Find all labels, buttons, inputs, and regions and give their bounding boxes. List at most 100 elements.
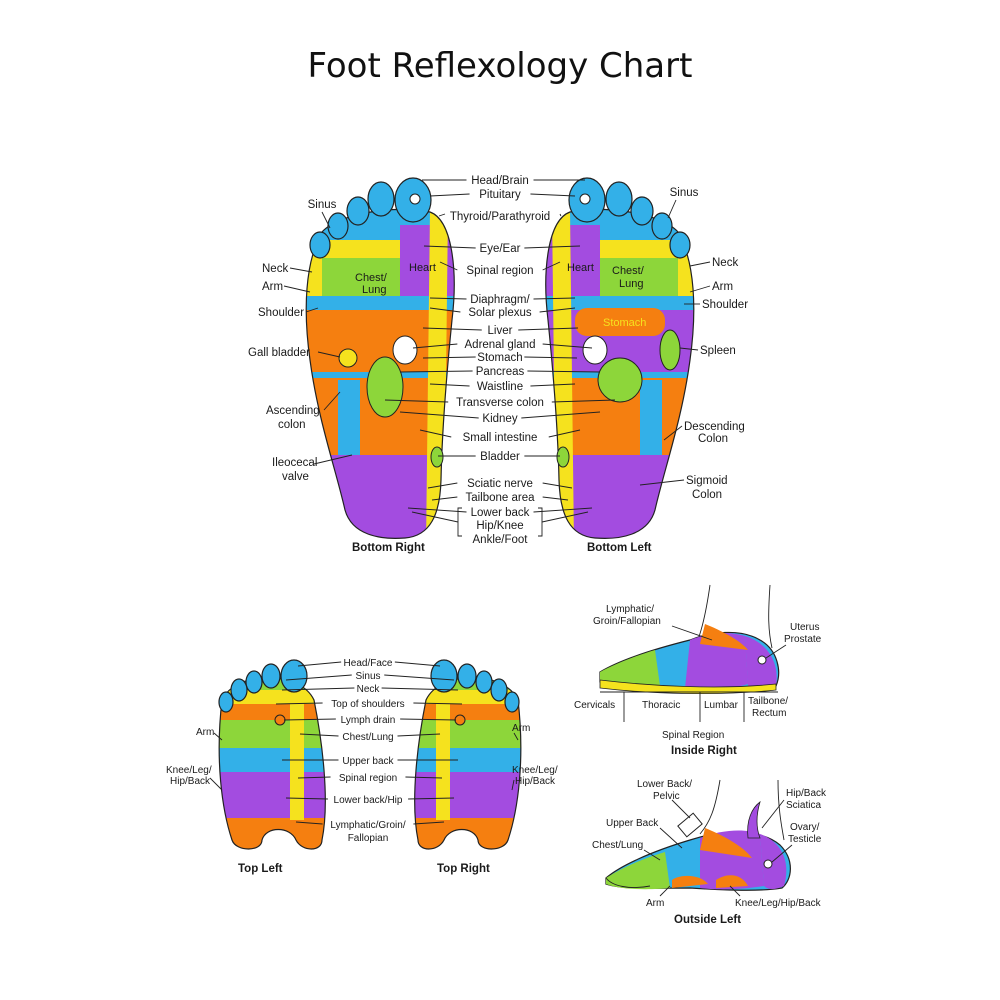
bottom-center-label: Waistline [477, 381, 523, 393]
top-center-label: Sinus [355, 671, 380, 682]
top-left-knee-label-2: Hip/Back [170, 776, 211, 787]
inside-lumbar-label: Lumbar [704, 700, 739, 711]
inside-thoracic-label: Thoracic [642, 700, 680, 711]
bottom-center-label: Spinal region [466, 265, 533, 277]
caption-bottom-left: Bottom Left [587, 542, 652, 554]
outside-knee-label: Knee/Leg/Hip/Back [735, 898, 822, 909]
bottom-left-side-label: valve [282, 471, 309, 483]
stomach-label-bl: Stomach [603, 317, 646, 329]
bottom-right-side-label: Shoulder [702, 299, 748, 311]
bottom-left-side-label: Ascending [266, 405, 320, 417]
outside-lower-back-label-2: Pelvic [653, 791, 680, 802]
bottom-center-label: Thyroid/Parathyroid [450, 211, 550, 223]
bottom-left-foot: Chest/ Lung Heart Stomach Bottom Left [545, 177, 695, 554]
top-center-label: Chest/Lung [342, 732, 393, 743]
bottom-center-label: Stomach [477, 352, 522, 364]
outside-arm-label: Arm [646, 898, 664, 909]
outside-hip-back-label-2: Sciatica [786, 800, 821, 811]
caption-bottom-right: Bottom Right [352, 542, 425, 554]
bottom-right-side-label: Colon [698, 433, 728, 445]
top-center-label: Neck [357, 684, 381, 695]
inside-lymph-label: Lymphatic/ [606, 604, 654, 615]
bottom-left-side-label: Arm [262, 281, 283, 293]
page-title: Foot Reflexology Chart [307, 46, 693, 86]
bottom-center-label: Liver [488, 325, 513, 337]
heart-label-bl: Heart [567, 262, 594, 274]
top-center-label: Lower back/Hip [334, 795, 403, 806]
bottom-right-side-label: Sinus [670, 187, 699, 199]
caption-inside-right: Inside Right [671, 745, 737, 757]
bottom-center-label: Eye/Ear [480, 243, 521, 255]
top-right-arm-label: Arm [512, 723, 530, 734]
bottom-right-side-label: Colon [692, 489, 722, 501]
outside-ovary-label-2: Testicle [788, 834, 822, 845]
bottom-center-label: Adrenal gland [465, 339, 536, 351]
outside-left-foot: Lower Back/ Pelvic Hip/Back Sciatica Upp… [592, 779, 827, 926]
bottom-center-label: Bladder [480, 451, 520, 463]
bottom-center-label: Pancreas [476, 366, 525, 378]
bottom-right-side-label: Arm [712, 281, 733, 293]
heart-label-br: Heart [409, 262, 436, 274]
caption-top-left: Top Left [238, 863, 283, 875]
bottom-right-side-label: Sigmoid [686, 475, 728, 487]
inside-tailbone-label: Tailbone/ [748, 696, 788, 707]
caption-top-right: Top Right [437, 863, 490, 875]
bottom-center-labels: Head/BrainPituitaryThyroid/ParathyroidEy… [384, 175, 616, 546]
bottom-right-side-label: Neck [712, 257, 738, 269]
bottom-center-label: Lower back [471, 507, 530, 519]
top-left-foot: Top Left [218, 659, 326, 875]
top-center-label: Lymph drain [341, 715, 396, 726]
outside-upper-back-label: Upper Back [606, 818, 659, 829]
bottom-center-label: Pituitary [479, 189, 521, 201]
bottom-center-label: Kidney [482, 413, 517, 425]
top-left-knee-label: Knee/Leg/ [166, 765, 212, 776]
bottom-left-side-label: Shoulder [258, 307, 304, 319]
bottom-center-label: Sciatic nerve [467, 478, 533, 490]
inside-right-foot: Lymphatic/ Groin/Fallopian Uterus Prosta… [574, 584, 822, 757]
top-right-knee-label-2: Hip/Back [515, 776, 556, 787]
top-left-arm-label: Arm [196, 727, 214, 738]
bottom-right-side-label: Descending [684, 421, 745, 433]
caption-outside-left: Outside Left [674, 914, 741, 926]
chest-lung-label-bl-2: Lung [619, 278, 643, 290]
bottom-center-label: Transverse colon [456, 397, 544, 409]
inside-uterus-label: Uterus [790, 622, 819, 633]
bottom-center-label: Head/Brain [471, 175, 529, 187]
bottom-center-label: Hip/Knee [476, 520, 523, 532]
top-center-label: Top of shoulders [331, 699, 404, 710]
bottom-right-side-labels: SinusNeckArmShoulderSpleenDescendingColo… [639, 187, 748, 501]
bottom-center-label: Ankle/Foot [473, 534, 529, 546]
bottom-right-side-label: Spleen [700, 345, 736, 357]
outside-lower-back-label: Lower Back/ [637, 779, 692, 790]
bottom-center-label: Diaphragm/ [470, 294, 530, 306]
bottom-left-side-label: Ileocecal [272, 457, 317, 469]
bottom-center-label: Tailbone area [465, 492, 535, 504]
top-center-label: Lymphatic/Groin/ [330, 820, 405, 831]
chest-lung-label-br-2: Lung [362, 284, 386, 296]
inside-spinal-region-label: Spinal Region [662, 730, 724, 741]
outside-hip-back-label: Hip/Back [786, 788, 827, 799]
top-center-label: Fallopian [348, 833, 389, 844]
outside-chest-lung-label: Chest/Lung [592, 840, 643, 851]
bottom-center-label: Small intestine [463, 432, 538, 444]
chest-lung-label-bl: Chest/ [612, 265, 645, 277]
bottom-left-side-label: Gall bladder [248, 347, 310, 359]
inside-tailbone-label-2: Rectum [752, 708, 786, 719]
inside-uterus-label-2: Prostate [784, 634, 822, 645]
bottom-right-foot: Chest/ Lung Heart Bottom Right [305, 177, 455, 554]
top-center-label: Head/Face [344, 658, 393, 669]
top-side-labels: Arm Knee/Leg/ Hip/Back Arm Knee/Leg/ Hip… [166, 723, 558, 791]
top-center-label: Spinal region [339, 773, 397, 784]
bottom-left-side-label: Sinus [308, 199, 337, 211]
inside-cervicals-label: Cervicals [574, 700, 615, 711]
bottom-left-side-label: Neck [262, 263, 288, 275]
inside-lymph-label-2: Groin/Fallopian [593, 616, 661, 627]
outside-ovary-label: Ovary/ [790, 822, 820, 833]
bottom-center-label: Solar plexus [468, 307, 532, 319]
bottom-left-side-label: colon [278, 419, 306, 431]
top-center-label: Upper back [342, 756, 394, 767]
chest-lung-label-br: Chest/ [355, 272, 388, 284]
